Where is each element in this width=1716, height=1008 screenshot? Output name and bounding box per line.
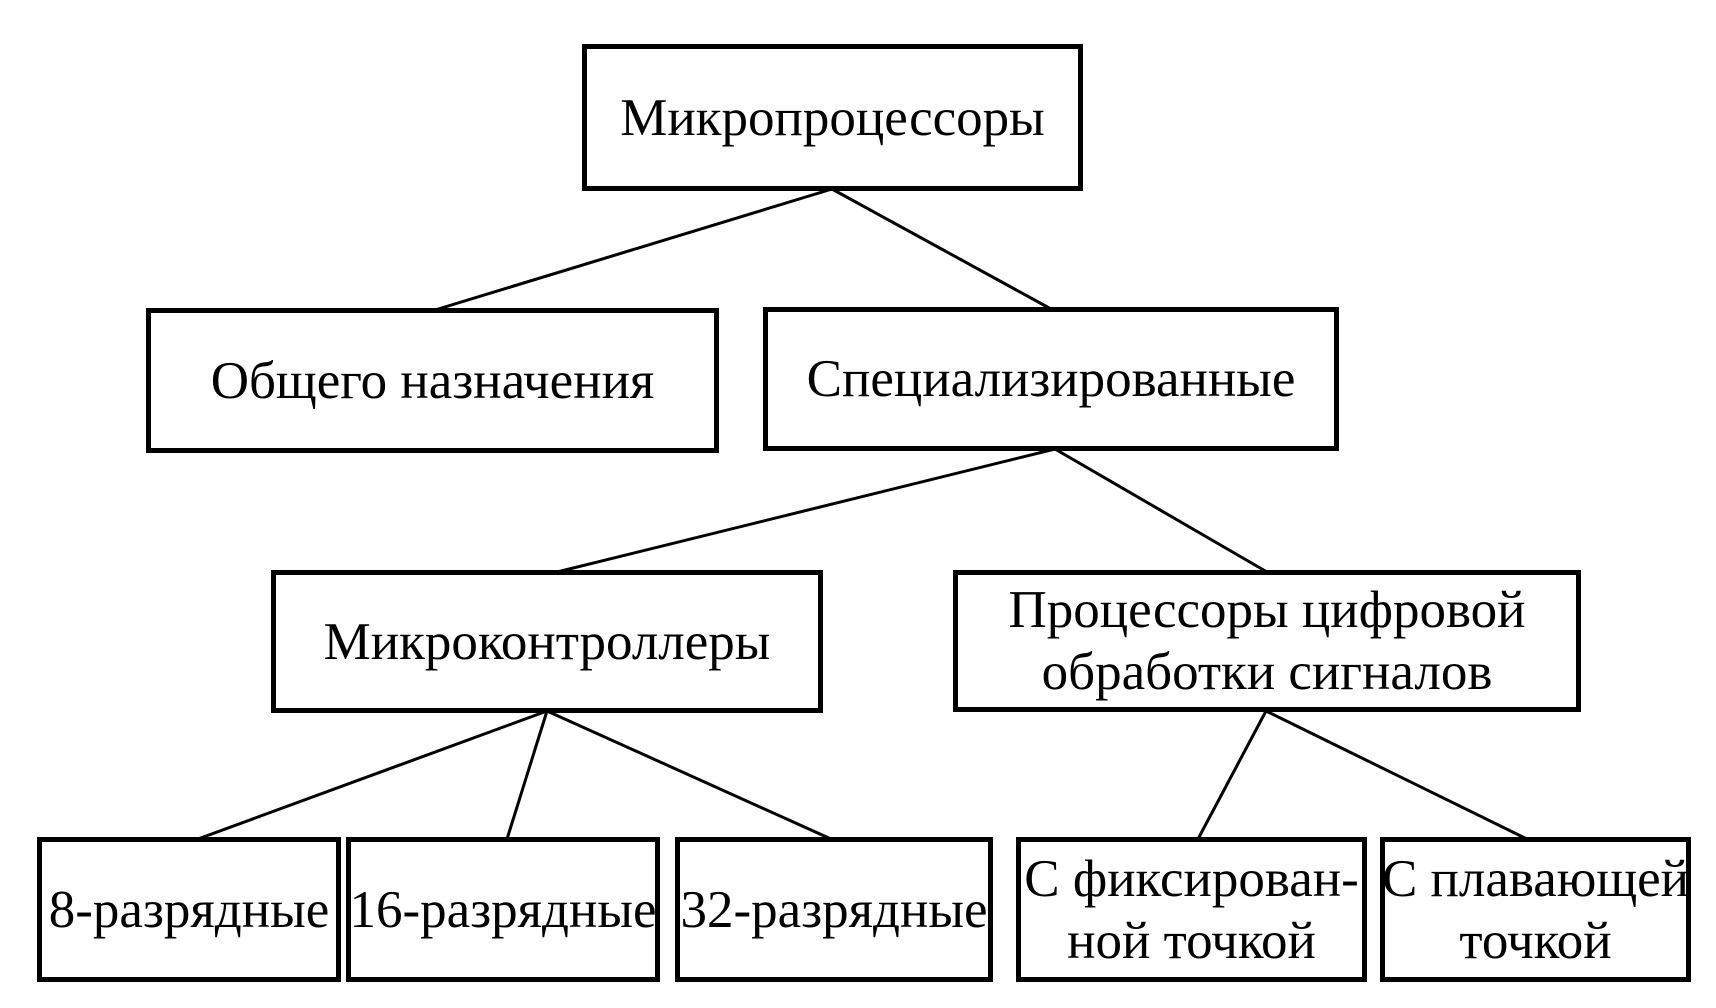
edge-microprocessors-to-specialized [831,187,1052,311]
node-fixed-point-label-line2: ной точкой [1067,911,1316,970]
node-8bit-label: 8-разрядные [48,880,330,939]
node-floating-point-label-line2: точкой [1459,911,1612,970]
node-floating-point: С плавающей точкой [1380,837,1691,982]
edge-microprocessors-to-general-purpose [434,187,833,312]
edge-specialized-to-microcontrollers [556,447,1056,574]
node-32bit-label: 32-разрядные [680,880,988,939]
node-16bit-label: 16-разрядные [349,880,657,939]
node-microprocessors: Микропроцессоры [582,44,1083,191]
node-general-purpose: Общего назначения [146,308,719,453]
edge-microcontrollers-to-8bit [197,709,548,841]
edge-microcontrollers-to-16bit [505,710,549,840]
node-floating-point-label-line1: С плавающей [1381,849,1690,908]
node-dsp: Процессоры цифровой обработки сигналов [953,570,1581,712]
node-dsp-label-line1: Процессоры цифровой [1008,581,1526,639]
edge-dsp-to-fixed-point [1196,710,1268,840]
node-32bit: 32-разрядные [675,837,993,982]
edge-dsp-to-floating-point [1265,709,1528,841]
node-fixed-point: С фиксирован- ной точкой [1016,837,1367,982]
node-microprocessors-label: Микропроцессоры [620,88,1045,147]
edge-specialized-to-dsp [1054,447,1268,574]
node-microcontrollers-label: Микроконтроллеры [323,612,771,671]
node-16bit: 16-разрядные [346,837,660,982]
node-dsp-label-line2: обработки сигналов [1041,643,1493,701]
edge-microcontrollers-to-32bit [546,709,832,841]
node-specialized-label: Специализированные [806,350,1296,408]
node-microcontrollers: Микроконтроллеры [271,570,823,713]
node-fixed-point-label-line1: С фиксирован- [1024,849,1359,908]
node-8bit: 8-разрядные [37,837,341,982]
node-general-purpose-label: Общего назначения [210,351,655,410]
node-specialized: Специализированные [763,307,1339,451]
